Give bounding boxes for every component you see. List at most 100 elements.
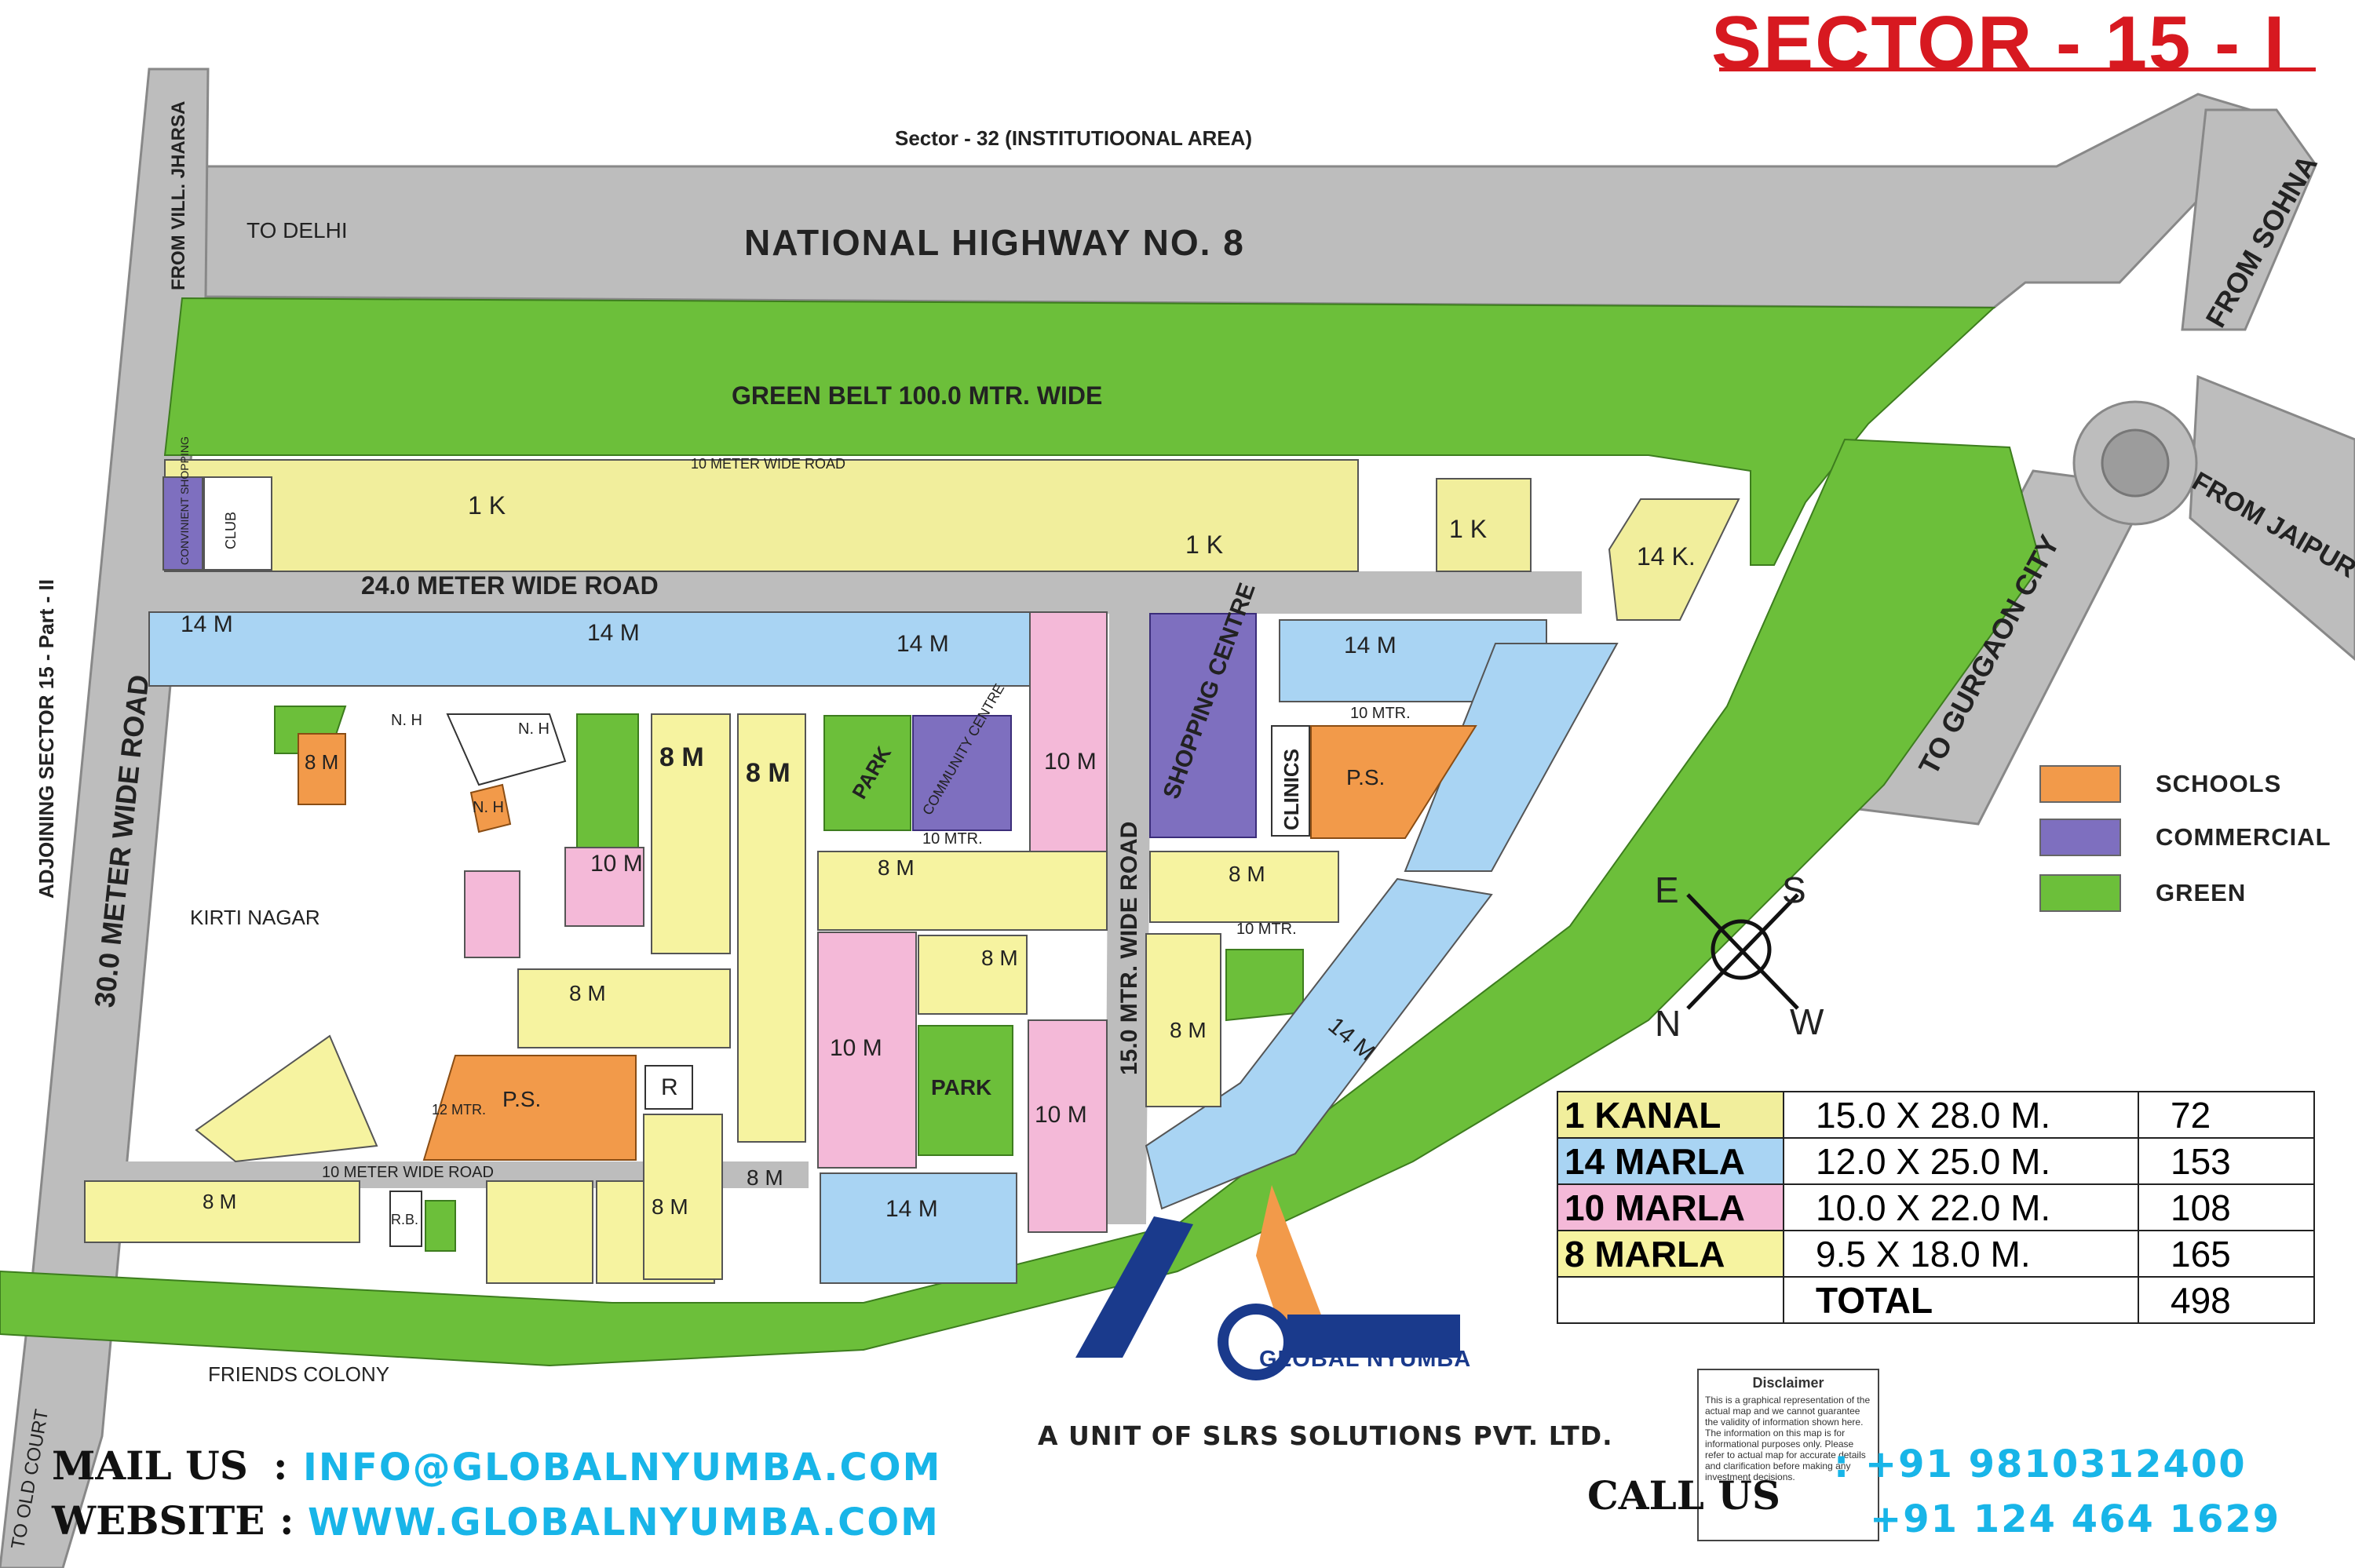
label-convenient: CONVINIENT SHOPPING bbox=[178, 436, 191, 565]
label-clinics: CLINICS bbox=[1280, 749, 1303, 830]
label-1k-b: 1 K bbox=[1185, 531, 1223, 559]
phone-1-link[interactable]: : +91 9810312400 bbox=[1834, 1442, 2247, 1486]
label-to-delhi: TO DELHI bbox=[246, 218, 348, 242]
label-14k: 14 K. bbox=[1637, 542, 1696, 571]
disclaimer-heading: Disclaimer bbox=[1752, 1375, 1824, 1391]
roads bbox=[0, 67, 2355, 1568]
logo-stripes bbox=[1075, 1216, 1193, 1358]
marla14-blocks bbox=[148, 611, 1619, 1284]
m14-bottom bbox=[820, 1172, 1017, 1284]
sohna-road bbox=[2181, 108, 2317, 331]
table-cell-count: 165 bbox=[2138, 1230, 2315, 1278]
school-ps-west bbox=[422, 1055, 637, 1161]
label-rb: R.B. bbox=[391, 1212, 418, 1227]
mail-sep: : bbox=[273, 1442, 288, 1489]
table-cell-size: 10.0 X 22.0 M. bbox=[1783, 1183, 2139, 1231]
label-12mtr: 12 MTR. bbox=[432, 1102, 486, 1118]
label-nh-a: N. H bbox=[391, 712, 422, 729]
label-8m-c: 8 M bbox=[878, 855, 915, 880]
road-15m bbox=[1105, 614, 1152, 1224]
table-cell-size: 12.0 X 25.0 M. bbox=[1783, 1137, 2139, 1185]
institutional-blocks bbox=[298, 613, 1477, 1247]
call-label: CALL US bbox=[1587, 1472, 1781, 1519]
label-friends-colony: FRIENDS COLONY bbox=[208, 1362, 389, 1386]
legend-green: GREEN bbox=[2039, 874, 2246, 912]
label-1k-a: 1 K bbox=[468, 491, 506, 520]
table-cell-type bbox=[1557, 1276, 1784, 1324]
label-14m-f: 14 M bbox=[885, 1196, 938, 1222]
m10-kirti bbox=[464, 870, 520, 958]
compass-n: N bbox=[1655, 1003, 1681, 1044]
label-10mtr-c: 10 MTR. bbox=[922, 830, 983, 848]
label-nh-c: N. H bbox=[473, 799, 504, 816]
table-cell-type: 1 KANAL bbox=[1557, 1091, 1784, 1139]
compass-e: E bbox=[1655, 870, 1679, 910]
website-link[interactable]: WWW.GLOBALNYUMBA.COM bbox=[308, 1501, 940, 1544]
table-cell-type: 14 MARLA bbox=[1557, 1137, 1784, 1185]
school-small bbox=[298, 733, 346, 805]
label-10m-c: 10 M bbox=[1035, 1102, 1087, 1128]
marla10-blocks bbox=[464, 611, 1108, 1233]
legend-swatch-schools bbox=[2039, 765, 2121, 803]
legend-label-commercial: COMMERCIAL bbox=[2156, 823, 2331, 851]
website-sep: : bbox=[279, 1497, 294, 1544]
national-highway-road bbox=[204, 93, 2279, 309]
table-cell-size: 15.0 X 28.0 M. bbox=[1783, 1091, 2139, 1139]
label-green-belt: GREEN BELT 100.0 MTR. WIDE bbox=[732, 381, 1102, 410]
table-row: 1 KANAL 15.0 X 28.0 M. 72 bbox=[1557, 1091, 2315, 1139]
title-underline bbox=[1719, 67, 2316, 71]
legend-swatch-green bbox=[2039, 874, 2121, 912]
label-nh-b: N. H bbox=[518, 720, 550, 738]
label-14m-b: 14 M bbox=[587, 620, 640, 646]
label-8m-a: 8 M bbox=[659, 742, 704, 772]
m10-central bbox=[817, 932, 917, 1169]
m8-l bbox=[195, 1034, 378, 1163]
table-row: 14 MARLA 12.0 X 25.0 M. 153 bbox=[1557, 1137, 2315, 1185]
label-8m-b: 8 M bbox=[746, 758, 790, 788]
label-nh8: NATIONAL HIGHWAY NO. 8 bbox=[744, 222, 1245, 263]
label-club: CLUB bbox=[223, 512, 239, 549]
phone-2-link[interactable]: +91 124 464 1629 bbox=[1870, 1497, 2281, 1541]
legend-label-schools: SCHOOLS bbox=[2156, 770, 2282, 797]
legend-swatch-commercial bbox=[2039, 819, 2121, 856]
label-sector32: Sector - 32 (INSTITUTIOONAL AREA) bbox=[895, 126, 1252, 150]
table-row: TOTAL 498 bbox=[1557, 1276, 2315, 1324]
m8-e bbox=[1149, 851, 1339, 923]
label-8m-k: 8 M bbox=[305, 750, 338, 774]
disclaimer-text: This is a graphical representation of th… bbox=[1705, 1395, 1871, 1482]
mail-link[interactable]: INFO@GLOBALNYUMBA.COM bbox=[303, 1446, 942, 1490]
label-from-jharsa: FROM VILL. JHARSA bbox=[168, 101, 189, 290]
label-10m-top: 10 METER WIDE ROAD bbox=[691, 456, 845, 472]
shopping-centre-block bbox=[1149, 613, 1257, 838]
school-nh bbox=[469, 783, 512, 833]
label-10m-b: 10 M bbox=[830, 1035, 882, 1061]
m14-curve bbox=[1145, 877, 1493, 1210]
compass: E S N W bbox=[1655, 870, 1824, 1044]
compass-s: S bbox=[1782, 870, 1806, 910]
community-centre-block bbox=[912, 715, 1012, 831]
table-cell-count: 108 bbox=[2138, 1183, 2315, 1231]
brand-unit: A UNIT OF SLRS SOLUTIONS PVT. LTD. bbox=[1038, 1420, 1613, 1451]
label-14m-c: 14 M bbox=[896, 631, 949, 657]
m10-south bbox=[1028, 1019, 1108, 1233]
label-ps-east: P.S. bbox=[1346, 765, 1385, 789]
road-24m bbox=[161, 571, 1582, 614]
nh-block bbox=[446, 713, 567, 786]
logo-skyline bbox=[1287, 1315, 1460, 1358]
label-8m-d: 8 M bbox=[1229, 862, 1265, 886]
m8-b bbox=[737, 713, 806, 1143]
label-24m-road: 24.0 METER WIDE ROAD bbox=[361, 571, 659, 600]
brand-name: GLOBAL NYUMBA bbox=[1259, 1347, 1472, 1372]
legend-schools: SCHOOLS bbox=[2039, 765, 2281, 803]
m8-h bbox=[486, 1180, 593, 1284]
label-1k-c: 1 K bbox=[1449, 515, 1487, 543]
legend-label-green: GREEN bbox=[2156, 879, 2247, 906]
r-block bbox=[644, 1065, 693, 1110]
label-8m-g: 8 M bbox=[747, 1165, 783, 1190]
table-cell-count: 72 bbox=[2138, 1091, 2315, 1139]
m8-g bbox=[517, 968, 731, 1048]
m10-east bbox=[1029, 611, 1108, 856]
green-belt bbox=[163, 297, 1996, 566]
m10-west bbox=[564, 847, 644, 927]
park-east bbox=[1225, 949, 1304, 1022]
